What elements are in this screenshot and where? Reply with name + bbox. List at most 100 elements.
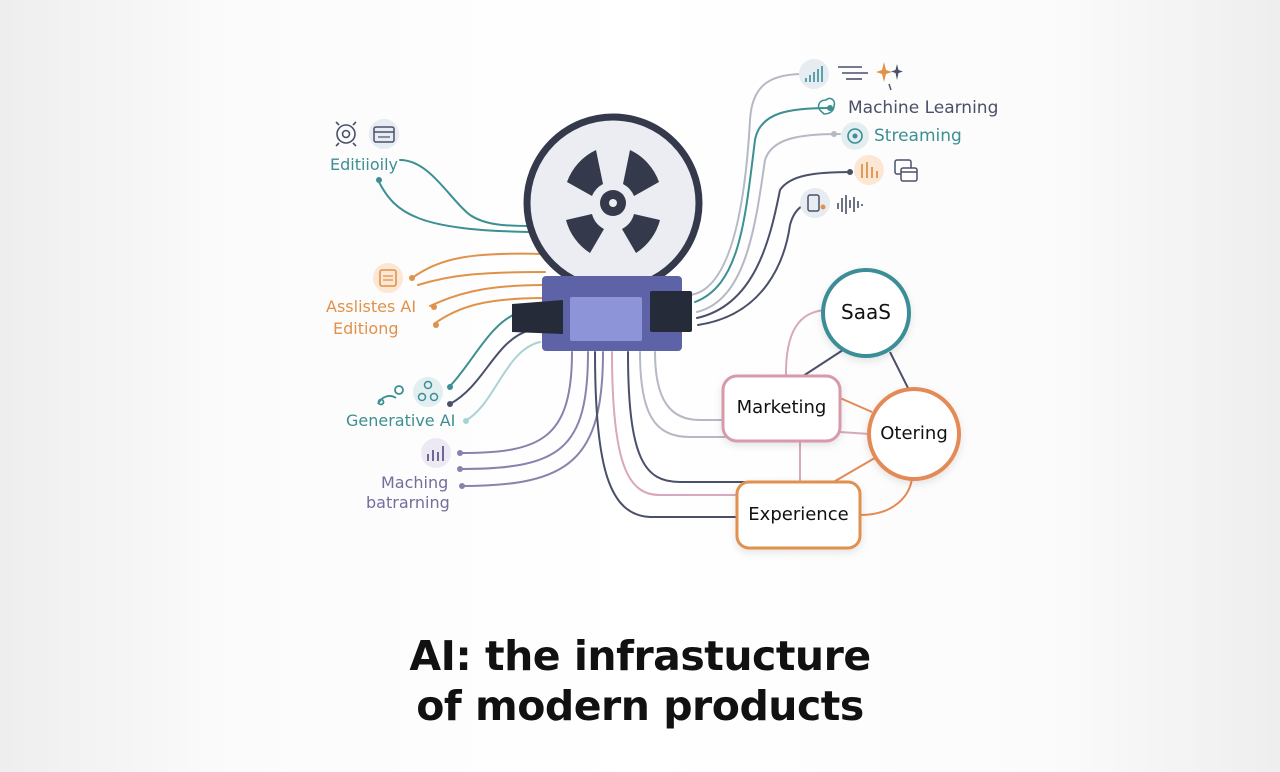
dot	[847, 169, 853, 175]
connector-gen-3	[464, 341, 541, 422]
connector-assist-4	[433, 297, 546, 325]
connector-to-marketing-1	[639, 351, 726, 438]
dot	[433, 322, 439, 328]
projector-lens-left	[512, 300, 563, 334]
sparkle-tail	[888, 83, 892, 91]
dot	[447, 401, 453, 407]
reel-opening	[622, 214, 660, 253]
experience-node-box	[735, 480, 862, 550]
projector-icon	[512, 276, 692, 351]
document-frame	[379, 269, 397, 287]
bottom-connectors	[594, 351, 761, 518]
reel-opening	[623, 150, 659, 196]
stream-ring	[847, 128, 863, 144]
dot	[457, 466, 463, 472]
dot	[409, 275, 415, 281]
bars-icon	[854, 155, 884, 185]
node-experience-label: Experience	[748, 504, 849, 525]
dot	[827, 105, 833, 111]
stream-dot	[852, 133, 858, 139]
label-assistant-line2: Editiong	[333, 319, 399, 338]
nodes-icon	[413, 377, 443, 407]
connector-assist-1	[411, 252, 546, 279]
ordering-node-ring	[867, 387, 961, 481]
link-marketing-ordering-2	[839, 431, 871, 435]
link-marketing-ordering	[839, 397, 873, 413]
device-frame	[807, 194, 820, 212]
reel-opening	[567, 150, 603, 196]
label-machine-line2: batrarning	[366, 493, 450, 512]
target-icon	[335, 121, 357, 147]
link-node	[394, 385, 404, 395]
window-front	[900, 167, 918, 182]
film-reel-icon	[523, 113, 703, 293]
link-ordering-experience	[829, 454, 881, 485]
brain-icon	[817, 97, 836, 115]
device-led	[820, 204, 826, 210]
link-node	[377, 398, 385, 406]
connector-editing-2	[399, 159, 531, 227]
document-icon	[373, 263, 403, 293]
connector-assist-2	[417, 271, 546, 286]
reel-hub-inner	[609, 199, 617, 207]
label-generative: Generative AI	[346, 411, 456, 430]
target-ring-outer	[336, 124, 356, 144]
connector-assist-3	[429, 284, 546, 307]
node-links	[784, 309, 913, 516]
device-bg	[800, 188, 830, 218]
page-title-line1: AI: the infrastucture	[409, 632, 871, 680]
device-icon	[800, 188, 830, 218]
trend-chart-icon	[799, 59, 829, 89]
projector-screen	[570, 297, 642, 341]
connector-gen-2	[449, 329, 531, 405]
sparkle	[891, 64, 903, 80]
link-marketing-saas-pink	[784, 309, 826, 379]
target-ring-inner	[341, 129, 351, 139]
node-ordering-label: Otering	[880, 423, 948, 444]
link-saas-marketing	[799, 349, 844, 379]
connector-to-experience-1	[594, 351, 739, 518]
dot	[447, 384, 453, 390]
dot	[831, 131, 837, 137]
dot	[457, 450, 463, 456]
connector-mach-3	[461, 351, 604, 487]
bar-chart-icon	[421, 438, 451, 468]
nodes-dot	[429, 392, 439, 402]
calendar-frame	[373, 126, 395, 143]
connector-mach-2	[459, 351, 589, 470]
target-tick	[335, 121, 340, 126]
connector-mach-1	[459, 351, 573, 454]
connector-right-3	[696, 133, 841, 313]
node-marketing-label: Marketing	[736, 397, 827, 418]
stream-icon	[841, 122, 869, 150]
label-machine-line1: Maching	[381, 473, 449, 492]
label-streaming: Streaming	[874, 126, 962, 146]
link-ordering-experience-2	[859, 477, 913, 516]
label-assistant-line1: Asslistes AI	[326, 297, 417, 316]
sparkle-icon	[876, 62, 903, 91]
connector-to-marketing-2	[654, 351, 726, 421]
marketing-node-box	[721, 374, 842, 443]
node-circles	[721, 268, 961, 550]
connector-to-experience-2	[611, 351, 739, 496]
dot	[431, 304, 437, 310]
link-saas-ordering	[889, 351, 911, 393]
link-icon	[377, 385, 404, 406]
calendar-icon	[369, 119, 399, 149]
window-icon	[894, 159, 918, 182]
reel-opening	[566, 214, 604, 253]
left-connectors	[377, 159, 604, 487]
sparkle	[876, 62, 892, 82]
connector-right-4	[696, 171, 853, 319]
connector-editing-1	[377, 179, 531, 233]
label-machine-learning: Machine Learning	[848, 98, 999, 118]
dot	[459, 483, 465, 489]
nodes-dot	[423, 380, 433, 390]
label-editing: Editiioily	[330, 155, 399, 174]
waveform-icon	[837, 195, 863, 214]
reel-openings	[566, 150, 660, 253]
list-icon	[838, 66, 868, 80]
nodes-dot	[417, 392, 427, 402]
